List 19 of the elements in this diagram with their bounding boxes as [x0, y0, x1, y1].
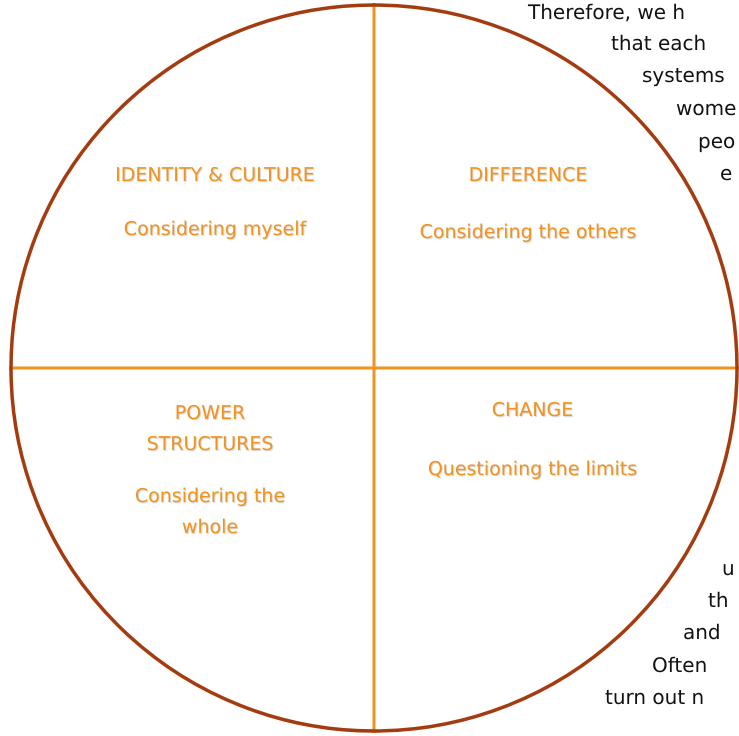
paragraph-fragment: wome: [676, 95, 736, 121]
quadrant-subtitle: Considering the whole: [134, 484, 286, 540]
quadrant-subtitle: Considering myself: [122, 217, 308, 242]
paragraph-fragment: u: [722, 555, 735, 581]
paragraph-fragment: that each: [611, 30, 706, 56]
quadrant-subtitle: Questioning the limits: [426, 457, 638, 482]
paragraph-fragment: th: [708, 587, 729, 613]
paragraph-fragment: systems: [642, 62, 725, 88]
paragraph-fragment: e: [720, 160, 732, 186]
quadrant-heading: DIFFERENCE: [468, 163, 588, 188]
paragraph-fragment: Therefore, we h: [528, 0, 686, 25]
quadrant-subtitle: Considering the others: [418, 220, 638, 245]
quadrant-heading: CHANGE: [490, 398, 574, 423]
paragraph-fragment: peo: [698, 128, 736, 154]
paragraph-fragment: Often: [652, 652, 708, 678]
paragraph-fragment: turn out n: [605, 684, 704, 710]
quadrant-heading: POWER STRUCTURES: [146, 401, 274, 457]
quadrant-heading: IDENTITY & CULTURE: [114, 163, 316, 188]
paragraph-fragment: and: [683, 619, 721, 645]
